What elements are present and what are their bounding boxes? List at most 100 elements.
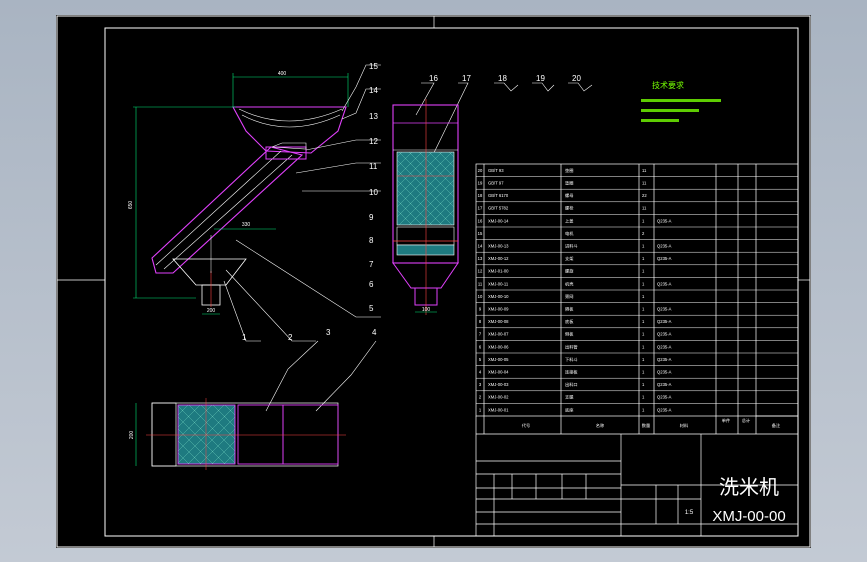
balloon-19: 19 <box>536 74 545 83</box>
balloon-7: 7 <box>369 260 374 269</box>
bom-cell-code: XMJ-00-05 <box>488 357 509 362</box>
drawing-number: XMJ-00-00 <box>712 508 785 525</box>
bom-cell-material: Q235-A <box>657 357 672 362</box>
bom-cell-qty: 1 <box>642 256 645 261</box>
balloon-8: 8 <box>369 236 374 245</box>
bom-cell-no: 11 <box>478 281 483 286</box>
dim-height: 650 <box>128 201 134 210</box>
product-name: 洗米机 <box>719 476 779 499</box>
balloon-labels: 1 2 3 4 5 6 7 8 9 10 11 12 13 14 15 16 1… <box>242 62 581 342</box>
bom-cell-qty: 11 <box>642 181 647 186</box>
bom-col-weight: 单件 <box>722 417 730 424</box>
bom-cell-name: 侧板 <box>565 331 574 338</box>
bom-col-material: 材料 <box>680 422 689 429</box>
bom-cell-name: 支腿 <box>565 394 574 401</box>
bom-cell-qty: 1 <box>642 294 645 299</box>
bom-cell-material: Q235-A <box>657 218 672 223</box>
bom-cell-name: 隔板 <box>565 306 574 313</box>
balloon-15: 15 <box>369 62 378 71</box>
bom-cell-name: 底板 <box>565 318 574 325</box>
bom-cell-no: 17 <box>478 206 483 211</box>
bom-cell-name: 螺母 <box>565 192 573 199</box>
title-block-grid <box>476 434 798 536</box>
balloon-16: 16 <box>429 74 438 83</box>
balloon-4: 4 <box>372 328 377 337</box>
tech-requirements-title: 技术要求 <box>652 80 684 90</box>
bom-cell-qty: 11 <box>642 206 647 211</box>
bom-col-name: 名称 <box>596 422 604 429</box>
bom-cell-name: 下料斗 <box>565 356 578 363</box>
balloon-18: 18 <box>498 74 507 83</box>
balloon-2: 2 <box>288 333 293 342</box>
bom-cell-qty: 1 <box>642 218 645 223</box>
bom-cell-no: 7 <box>479 332 482 337</box>
bom-cell-name: 电机 <box>565 230 574 237</box>
balloon-14: 14 <box>369 86 378 95</box>
bom-cell-no: 13 <box>478 256 483 261</box>
tech-requirements-scribble <box>641 99 721 122</box>
bom-cell-qty: 1 <box>642 395 645 400</box>
bom-cell-name: 机壳 <box>565 280 574 287</box>
bom-cell-code: XMJ-00-14 <box>488 218 509 223</box>
bom-cell-name: 筛网 <box>565 293 573 300</box>
bom-col-note: 备注 <box>772 422 781 429</box>
bom-cell-no: 4 <box>479 370 482 375</box>
bom-cell-name: 底座 <box>565 406 573 413</box>
bom-cell-name: 出料口 <box>565 381 578 388</box>
outer-frame <box>56 15 811 548</box>
scale-value: 1:5 <box>685 510 694 516</box>
bom-cell-code: XMJ-00-09 <box>488 307 509 312</box>
bom-cell-name: 连接板 <box>565 369 578 376</box>
bom-cell-code: XMJ-00-07 <box>488 332 509 337</box>
bom-cell-qty: 2 <box>642 231 645 236</box>
balloon-5: 5 <box>369 304 374 313</box>
bom-cell-qty: 1 <box>642 382 645 387</box>
bom-cell-code: GB/T 6170 <box>488 193 509 198</box>
bom-cell-name: 垫圈 <box>565 167 573 174</box>
bom-cell-name: 出料管 <box>565 343 578 350</box>
bom-cell-no: 14 <box>478 244 483 249</box>
bom-cell-qty: 1 <box>642 332 645 337</box>
bom-cell-no: 15 <box>478 231 483 236</box>
bom-cell-no: 9 <box>479 307 482 312</box>
balloon-9: 9 <box>369 213 374 222</box>
bom-cell-code: XMJ-00-06 <box>488 344 509 349</box>
bom-cell-no: 3 <box>479 382 482 387</box>
balloon-6: 6 <box>369 280 374 289</box>
bom-cell-code: XMJ-00-11 <box>488 281 509 286</box>
bom-cell-material: Q235-A <box>657 281 672 286</box>
bom-cell-no: 1 <box>479 407 482 412</box>
bom-cell-no: 16 <box>478 218 483 223</box>
bom-cell-no: 2 <box>479 395 482 400</box>
front-view: 400 650 330 200 <box>128 64 381 412</box>
bom-cell-name: 螺栓 <box>565 205 574 212</box>
bom-cell-material: Q235-A <box>657 344 672 349</box>
bom-cell-material: Q235-A <box>657 307 672 312</box>
bom-cell-material: Q235-A <box>657 407 672 412</box>
balloon-20: 20 <box>572 74 581 83</box>
bom-cell-material: Q235-A <box>657 244 672 249</box>
bom-cell-qty: 1 <box>642 344 645 349</box>
bom-cell-qty: 1 <box>642 307 645 312</box>
bom-cell-code: XMJ-00-04 <box>488 370 509 375</box>
bom-cell-code: XMJ-00-03 <box>488 382 509 387</box>
balloon-10: 10 <box>369 188 378 197</box>
bom-col-qty: 数量 <box>642 422 650 429</box>
bom-cell-name: 垫圈 <box>565 180 573 187</box>
cad-drawing: 400 650 330 200 1 2 3 4 5 6 7 8 9 10 11 … <box>56 15 811 548</box>
bom-cell-name: 螺旋 <box>565 268 574 275</box>
bom-cell-qty: 1 <box>642 281 645 286</box>
bom-cell-no: 10 <box>478 294 483 299</box>
dim-outlet-right: 100 <box>422 307 431 313</box>
bom-cell-code: GB/T 93 <box>488 168 504 173</box>
bom-cell-code: XMJ-01-00 <box>488 269 509 274</box>
balloon-11: 11 <box>369 162 378 171</box>
bom-cell-qty: 1 <box>642 244 645 249</box>
bom-cell-qty: 22 <box>642 193 647 198</box>
bom-cell-no: 5 <box>479 357 482 362</box>
bom-cell-no: 8 <box>479 319 482 324</box>
bom-cell-code: XMJ-00-01 <box>488 407 509 412</box>
bom-cell-code: XMJ-00-02 <box>488 395 509 400</box>
bom-cell-qty: 1 <box>642 319 645 324</box>
